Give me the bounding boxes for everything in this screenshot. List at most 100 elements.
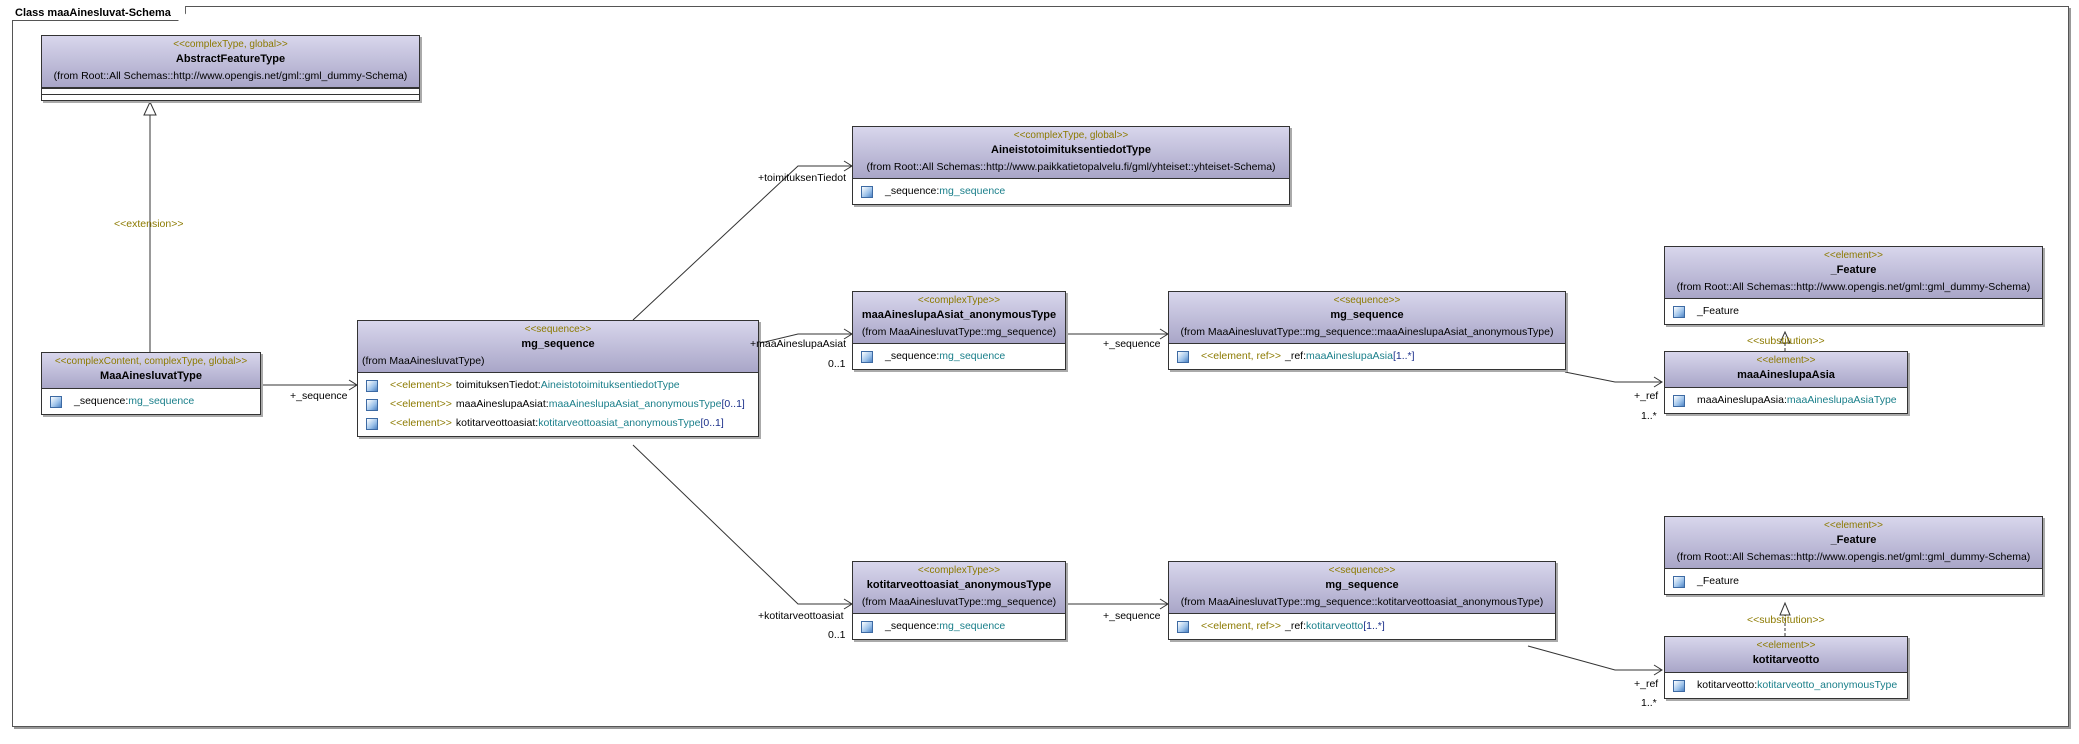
class-mg-sequence-maa[interactable]: <<sequence>> mg_sequence (from MaaAinesl… xyxy=(1168,291,1566,370)
class-name: mg_sequence xyxy=(1330,309,1404,321)
attribute-name: maaAineslupaAsiat: xyxy=(455,398,549,410)
attribute-row: kotitarveotto:kotitarveotto_anonymousTyp… xyxy=(1669,676,1903,695)
attribute-name: maaAineslupaAsia: xyxy=(1697,394,1787,406)
extension-arrowhead xyxy=(143,100,157,116)
from-package: (from Root::All Schemas::http://www.open… xyxy=(1676,281,2031,293)
attribute-multiplicity: [1..*] xyxy=(1392,350,1415,362)
attribute-row: _sequence:mg_sequence xyxy=(857,617,1061,636)
from-package: (from MaaAinesluvatType::mg_sequence) xyxy=(861,326,1057,338)
attribute-row: _sequence:mg_sequence xyxy=(46,392,256,411)
attribute-stereotype: <<element, ref>> xyxy=(1201,620,1281,632)
class-maa-aineslupa-asiat-anonymous-type[interactable]: <<complexType>> maaAineslupaAsiat_anonym… xyxy=(852,291,1066,370)
attribute-row: _sequence:mg_sequence xyxy=(857,182,1285,201)
from-package: (from Root::All Schemas::http://www.open… xyxy=(1676,551,2031,563)
attribute-multiplicity: [0..1] xyxy=(700,417,724,429)
attribute-type: kotitarveotto xyxy=(1306,620,1364,632)
attribute-row: _sequence:mg_sequence xyxy=(857,347,1061,366)
class-feature-1[interactable]: <<element>> _Feature (from Root::All Sch… xyxy=(1664,246,2043,325)
attribute-type: maaAineslupaAsia xyxy=(1306,350,1393,362)
attribute-name: _Feature xyxy=(1697,575,1740,587)
attribute-type: kotitarveottoasiat_anonymousType xyxy=(538,417,701,429)
class-maa-aineslupa-asia[interactable]: <<element>> maaAineslupaAsia maaAineslup… xyxy=(1664,351,1908,414)
class-name: mg_sequence xyxy=(521,338,595,350)
from-package: (from Root::All Schemas::http://www.paik… xyxy=(866,161,1276,173)
class-name: _Feature xyxy=(1830,264,1877,276)
assoc-ref-maa xyxy=(1564,371,1662,383)
attributes-compartment xyxy=(42,88,419,94)
role-ref-maa-label: +_ref xyxy=(1634,390,1659,402)
attribute-name: _sequence: xyxy=(885,185,940,197)
mult-ref-maa-label: 1..* xyxy=(1641,410,1657,422)
attribute-stereotype: <<element>> xyxy=(390,379,452,391)
role-ref-koti-label: +_ref xyxy=(1634,678,1659,690)
role-maa-label: +maaAineslupaAsiat xyxy=(750,338,847,350)
class-mg-sequence-main[interactable]: <<sequence>> mg_sequence (from MaaAinesl… xyxy=(357,320,759,437)
class-abstract-feature-type[interactable]: <<complexType, global>> AbstractFeatureT… xyxy=(41,35,420,101)
role-sequence-label: +_sequence xyxy=(290,390,348,402)
attribute-name: _sequence: xyxy=(885,620,940,632)
substitution-label-1: <<substitution>> xyxy=(1747,335,1825,347)
class-feature-2[interactable]: <<element>> _Feature (from Root::All Sch… xyxy=(1664,516,2043,595)
assoc-maa xyxy=(751,333,852,346)
stereotype: <<sequence>> xyxy=(1328,565,1396,576)
class-name: maaAineslupaAsiat_anonymousType xyxy=(861,309,1057,321)
assoc-koti xyxy=(632,444,852,605)
role-koti-label: +kotitarveottoasiat xyxy=(758,610,844,622)
subst1-arrowhead xyxy=(1779,330,1791,344)
class-name: AbstractFeatureType xyxy=(175,53,286,65)
attribute-stereotype: <<element>> xyxy=(390,417,452,429)
class-maa-ainesluvat-type[interactable]: <<complexContent, complexType, global>> … xyxy=(41,352,261,415)
attribute-row: <<element>>maaAineslupaAsiat:maaAineslup… xyxy=(362,395,754,414)
role-seq-maa-label: +_sequence xyxy=(1103,338,1161,350)
class-name: kotitarveotto xyxy=(1752,654,1820,666)
class-name: mg_sequence xyxy=(1325,579,1399,591)
attribute-icon xyxy=(1177,350,1189,363)
stereotype: <<element>> xyxy=(1756,355,1816,366)
class-aineistotoimituksentiedot-type[interactable]: <<complexType, global>> Aineistotoimituk… xyxy=(852,126,1290,205)
attribute-stereotype: <<element>> xyxy=(390,398,452,410)
class-kotitarveotto[interactable]: <<element>> kotitarveotto kotitarveotto:… xyxy=(1664,636,1908,699)
attribute-name: toimituksenTiedot: xyxy=(455,379,541,391)
stereotype: <<complexContent, complexType, global>> xyxy=(54,356,248,367)
mult-maa-label: 0..1 xyxy=(828,358,846,370)
frame-title: Class maaAinesluvat-Schema xyxy=(12,6,186,21)
attribute-icon xyxy=(366,417,378,430)
attribute-row: <<element, ref>>_ref:maaAineslupaAsia[1.… xyxy=(1173,347,1561,366)
attribute-row: maaAineslupaAsia:maaAineslupaAsiaType xyxy=(1669,391,1903,410)
attribute-type: mg_sequence xyxy=(939,620,1006,632)
attribute-name: _sequence: xyxy=(885,350,940,362)
from-package: (from MaaAinesluvatType::mg_sequence::ko… xyxy=(1180,596,1544,608)
arrow xyxy=(1653,376,1663,388)
attribute-stereotype: <<element, ref>> xyxy=(1201,350,1281,362)
attribute-row: <<element>>kotitarveottoasiat:kotitarveo… xyxy=(362,414,754,433)
attribute-icon xyxy=(366,398,378,411)
attribute-type: AineistotoimituksentiedotType xyxy=(540,379,680,391)
attribute-name: kotitarveottoasiat: xyxy=(455,417,539,429)
attribute-icon xyxy=(1673,679,1685,692)
from-package: (from MaaAinesluvatType) xyxy=(362,355,485,367)
assoc-ref-koti xyxy=(1527,645,1662,671)
attribute-icon xyxy=(1177,620,1189,633)
class-name: AineistotoimituksentiedotType xyxy=(991,144,1151,156)
stereotype: <<complexType, global>> xyxy=(1013,130,1129,141)
class-name: MaaAinesluvatType xyxy=(100,370,202,382)
attribute-name: _ref: xyxy=(1284,350,1306,362)
attribute-row: <<element>>toimituksenTiedot:Aineistotoi… xyxy=(362,376,754,395)
attribute-name: _sequence: xyxy=(74,395,129,407)
role-seq-koti-label: +_sequence xyxy=(1103,610,1161,622)
from-package: (from MaaAinesluvatType::mg_sequence) xyxy=(861,596,1057,608)
attribute-icon xyxy=(1673,394,1685,407)
attribute-name: _ref: xyxy=(1284,620,1306,632)
class-kotitarveottoasiat-anonymous-type[interactable]: <<complexType>> kotitarveottoasiat_anony… xyxy=(852,561,1066,640)
attribute-row: _Feature xyxy=(1669,302,2038,321)
attribute-row: <<element, ref>>_ref:kotitarveotto[1..*] xyxy=(1173,617,1551,636)
attribute-name: kotitarveotto: xyxy=(1697,679,1758,691)
stereotype: <<complexType, global>> xyxy=(173,39,288,50)
attribute-row: _Feature xyxy=(1669,572,2038,591)
class-name: maaAineslupaAsia xyxy=(1737,369,1835,381)
class-name: _Feature xyxy=(1830,534,1877,546)
attribute-icon xyxy=(1673,575,1685,588)
stereotype: <<element>> xyxy=(1756,640,1816,651)
class-mg-sequence-koti[interactable]: <<sequence>> mg_sequence (from MaaAinesl… xyxy=(1168,561,1556,640)
